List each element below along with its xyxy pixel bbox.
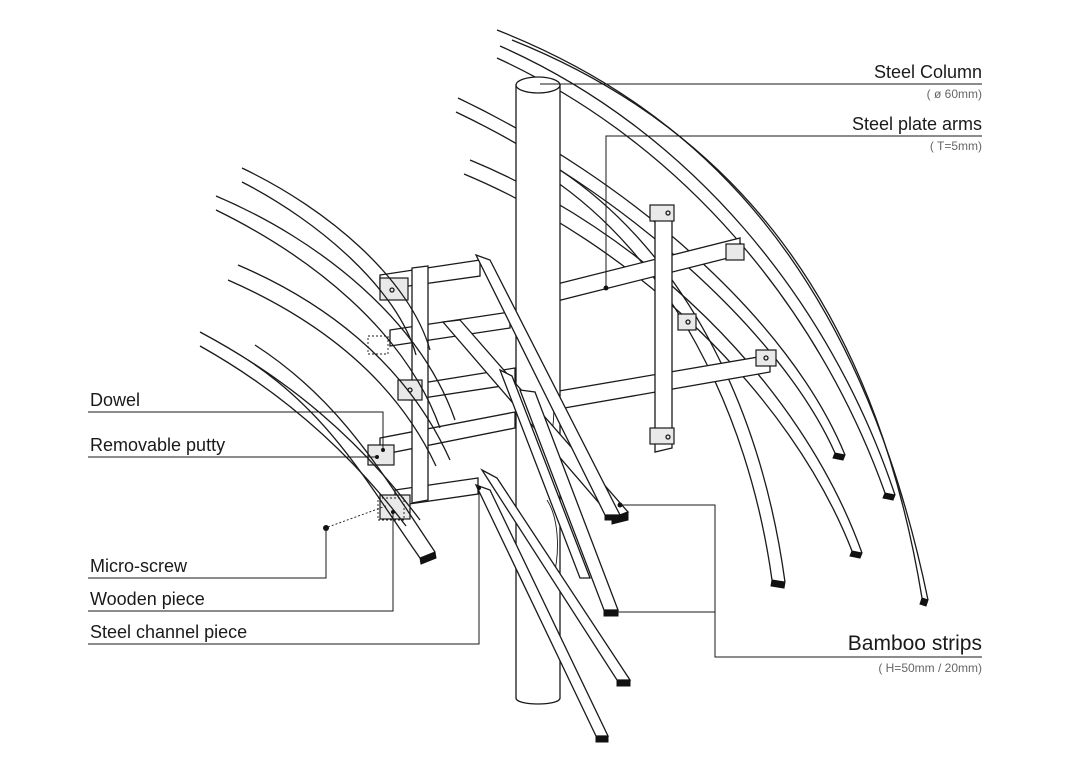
micro-screw <box>323 505 387 531</box>
micro-screw-label: Micro-screw <box>90 556 187 576</box>
bamboo-strips-spec: ( H=50mm / 20mm) <box>878 661 982 675</box>
steel-plate-arms-label: Steel plate arms <box>851 114 982 134</box>
steel-plate-arms <box>552 204 777 453</box>
wooden-piece-label: Wooden piece <box>90 589 205 609</box>
steel-channel-piece-label: Steel channel piece <box>90 622 248 642</box>
bamboo-strips-front-left <box>199 167 632 743</box>
removable-putty-label: Removable putty <box>90 435 226 455</box>
steel-column-label: Steel Column <box>873 62 982 82</box>
steel-column <box>515 76 561 705</box>
steel-plate-arms-spec: ( T=5mm) <box>929 139 982 153</box>
dowel-label: Dowel <box>90 390 141 410</box>
steel-column-spec: ( ø 60mm) <box>926 87 982 101</box>
leader-lines <box>88 83 982 658</box>
bamboo-strips-label: Bamboo strips <box>847 632 982 655</box>
